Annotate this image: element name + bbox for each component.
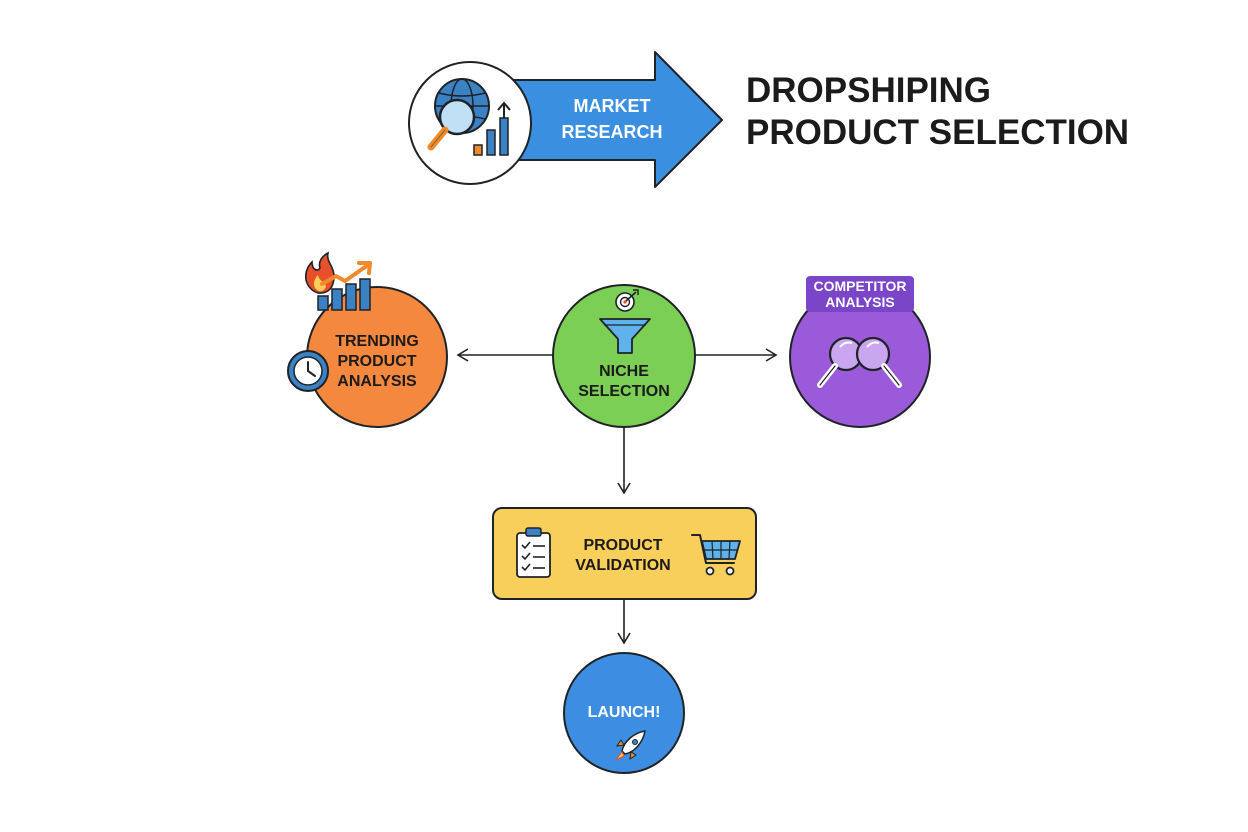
rocket-icon bbox=[615, 730, 646, 761]
validation-box bbox=[492, 507, 757, 600]
trending-label-2: PRODUCT bbox=[337, 353, 416, 370]
trending-label-3: ANALYSIS bbox=[337, 373, 417, 390]
shopping-cart-icon bbox=[691, 534, 741, 576]
validation-label-2: VALIDATION bbox=[575, 557, 670, 574]
trending-label-1: TRENDING bbox=[335, 333, 419, 350]
competitor-label-box bbox=[806, 276, 914, 312]
niche-circle bbox=[552, 284, 696, 428]
title-line-1: DROPSHIPING bbox=[746, 71, 991, 110]
globe-magnifier-growth-icon bbox=[427, 78, 511, 156]
fire-rising-bar-chart-icon bbox=[305, 251, 372, 311]
clipboard-checklist-icon bbox=[516, 527, 551, 578]
validation-label-1: PRODUCT bbox=[583, 537, 662, 554]
launch-label: LAUNCH! bbox=[588, 704, 661, 721]
niche-label-2: SELECTION bbox=[578, 383, 670, 400]
market-research-label-2: RESEARCH bbox=[561, 122, 662, 142]
twin-magnifier-icon bbox=[817, 336, 902, 388]
niche-label-1: NICHE bbox=[599, 363, 649, 380]
clock-icon bbox=[287, 350, 329, 392]
product-validation-node: PRODUCT VALIDATION bbox=[492, 507, 757, 600]
launch-circle bbox=[563, 652, 685, 774]
competitor-label-2: ANALYSIS bbox=[825, 294, 895, 310]
title-line-2: PRODUCT SELECTION bbox=[746, 113, 1129, 152]
niche-selection-node: NICHE SELECTION bbox=[552, 284, 696, 428]
market-research-label-1: MARKET bbox=[574, 96, 651, 116]
trending-product-analysis-node: TRENDING PRODUCT ANALYSIS bbox=[287, 251, 448, 428]
competitor-label-1: COMPETITOR bbox=[813, 278, 906, 294]
launch-node: LAUNCH! bbox=[563, 652, 685, 774]
market-research-node: MARKET RESEARCH bbox=[408, 51, 723, 188]
competitor-analysis-node: COMPETITOR ANALYSIS bbox=[789, 276, 931, 428]
funnel-target-icon bbox=[599, 289, 651, 354]
